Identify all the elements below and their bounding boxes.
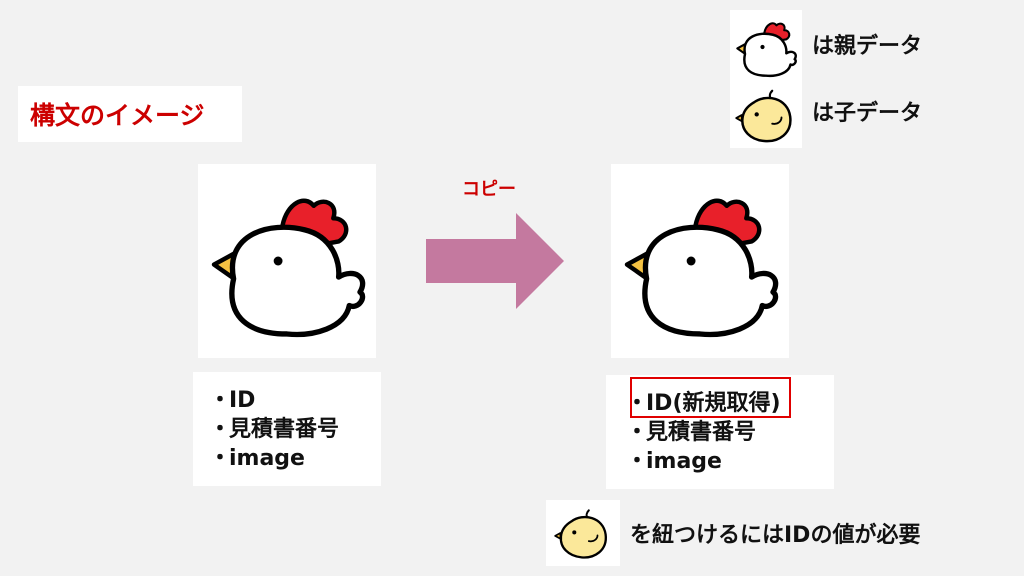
chicken-icon	[211, 198, 366, 338]
field-label: image	[646, 449, 722, 474]
list-item: ・image	[626, 447, 834, 476]
list-item: ・ID	[209, 386, 381, 415]
copied-field-list: ・ID(新規取得) ・見積書番号 ・image	[606, 375, 834, 489]
note-icon-box	[546, 500, 620, 566]
copy-label: コピー	[462, 179, 516, 200]
field-label: ID	[229, 388, 256, 413]
bullet: ・	[626, 449, 649, 474]
copied-record-card	[611, 164, 789, 358]
list-item: ・見積書番号	[209, 415, 381, 444]
field-label: 見積書番号	[229, 417, 340, 442]
legend-box	[730, 10, 802, 148]
list-item: ・ID(新規取得)	[626, 389, 834, 418]
source-record-card	[198, 164, 376, 358]
field-label: image	[229, 446, 305, 471]
new-id-highlight	[630, 377, 791, 418]
chick-icon	[554, 509, 607, 559]
bullet: ・	[209, 417, 232, 442]
chick-icon	[735, 89, 792, 143]
legend-child-label: は子データ	[812, 101, 923, 126]
note-text: を紐つけるにはIDの値が必要	[630, 523, 921, 548]
source-field-list: ・ID ・見積書番号 ・image	[193, 372, 381, 486]
chicken-icon	[624, 198, 779, 338]
list-item: ・image	[209, 444, 381, 473]
field-label: ID(新規取得)	[646, 391, 781, 416]
page-title: 構文のイメージ	[30, 101, 205, 130]
title-box: 構文のイメージ	[18, 86, 242, 142]
legend-parent-label: は親データ	[812, 34, 923, 59]
bullet: ・	[209, 446, 232, 471]
bullet: ・	[626, 420, 649, 445]
bullet: ・	[209, 388, 232, 413]
chicken-icon	[736, 22, 797, 78]
right-arrow-icon	[426, 213, 564, 309]
list-item: ・見積書番号	[626, 418, 834, 447]
field-label: 見積書番号	[646, 420, 757, 445]
